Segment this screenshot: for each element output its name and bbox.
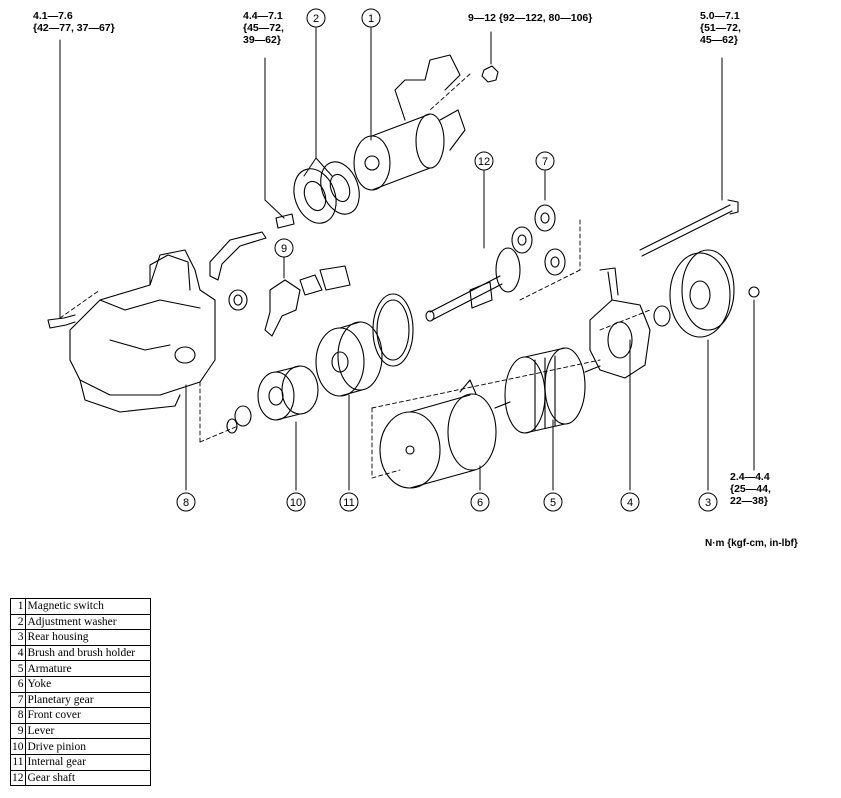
yoke-drawing <box>379 379 497 489</box>
adjustment-washer-drawing <box>293 161 360 224</box>
legend-number: 9 <box>10 722 26 740</box>
legend-part-name: Lever <box>24 722 151 740</box>
callouts <box>176 8 718 512</box>
legend-part-name: Gear shaft <box>24 769 151 787</box>
legend-part-name: Planetary gear <box>24 691 151 709</box>
rear-housing-drawing <box>653 249 735 338</box>
callout-label-9: 9 <box>281 243 287 255</box>
magnetic-switch-drawing <box>353 54 466 191</box>
torque-spec-through-bolt: 5.0—7.1 {51—72, 45—62} <box>700 10 741 46</box>
legend-part-name: Magnetic switch <box>24 598 151 615</box>
callout-label-2: 2 <box>313 13 319 25</box>
legend-part-name: Front cover <box>24 707 151 724</box>
torque-spec-magnetic-switch-nut: 9—12 {92—122, 80—106} <box>468 12 593 24</box>
callout-label-12: 12 <box>478 156 490 168</box>
front-cover-bolt-drawing <box>47 314 76 329</box>
callout-4 <box>620 492 640 512</box>
legend-number: 1 <box>10 598 26 615</box>
legend-part-name: Armature <box>24 660 151 677</box>
torque-spec-rear-housing-screw: 2.4—4.4 {25—44, 22—38} <box>730 471 771 507</box>
drive-pinion-drawing <box>226 365 319 434</box>
callout-1 <box>361 8 381 28</box>
assembly-dashed-lines <box>59 73 651 479</box>
callout-label-6: 6 <box>477 497 483 509</box>
callout-12 <box>474 151 494 171</box>
callout-label-11: 11 <box>343 497 354 509</box>
planetary-gears-drawing <box>511 204 566 276</box>
callout-label-5: 5 <box>550 497 556 509</box>
legend-number: 6 <box>10 675 26 693</box>
legend-number: 7 <box>10 691 26 709</box>
legend-number: 11 <box>10 753 26 771</box>
legend-number: 12 <box>10 769 26 787</box>
leader-lines <box>59 27 755 491</box>
brush-holder-drawing <box>589 267 651 379</box>
exploded-view-diagram: 1 2 3 4 5 6 7 8 9 10 11 12 <box>47 8 760 512</box>
legend-number: 4 <box>10 644 26 662</box>
nut-drawing <box>481 65 499 83</box>
callout-11 <box>339 492 359 512</box>
legend-number: 2 <box>10 613 26 631</box>
legend-part-name: Yoke <box>24 675 151 693</box>
callout-10 <box>286 492 306 512</box>
legend-number: 8 <box>10 707 26 724</box>
front-cover-drawing <box>69 249 216 413</box>
callout-9 <box>274 238 294 258</box>
callout-label-3: 3 <box>705 497 711 509</box>
callout-2 <box>306 8 326 28</box>
legend-part-name: Brush and brush holder <box>24 644 151 662</box>
bushing-drawing <box>228 289 248 311</box>
torque-spec-adjustment-bolt: 4.4—7.1 {45—72, 39—62} <box>243 10 284 46</box>
legend-part-name: Drive pinion <box>24 738 151 755</box>
callout-label-8: 8 <box>183 497 189 509</box>
callout-label-4: 4 <box>627 497 633 509</box>
lever-drawing <box>264 265 351 337</box>
callout-5 <box>543 492 563 512</box>
callout-label-10: 10 <box>290 497 302 509</box>
callout-8 <box>176 492 196 512</box>
callout-6 <box>470 492 490 512</box>
units-note: N·m {kgf-cm, in-lbf} <box>705 538 798 549</box>
callout-label-1: 1 <box>368 13 374 25</box>
callout-label-7: 7 <box>542 156 548 168</box>
legend-number: 3 <box>10 629 26 646</box>
through-bolt-drawing <box>639 199 739 257</box>
legend-part-name: Adjustment washer <box>24 613 151 631</box>
armature-drawing <box>494 347 601 434</box>
legend-number: 10 <box>10 738 26 755</box>
callout-7 <box>535 151 555 171</box>
bracket-drawing <box>209 213 295 281</box>
callout-3 <box>698 492 718 512</box>
rear-housing-screw-drawing <box>748 286 760 298</box>
legend-part-name: Internal gear <box>24 753 151 771</box>
gear-shaft-drawing <box>425 247 521 322</box>
legend-part-name: Rear housing <box>24 629 151 646</box>
torque-spec-front-cover-bolt: 4.1—7.6 {42—77, 37—67} <box>33 10 115 34</box>
legend-number: 5 <box>10 660 26 677</box>
internal-gear-drawing <box>315 293 414 397</box>
